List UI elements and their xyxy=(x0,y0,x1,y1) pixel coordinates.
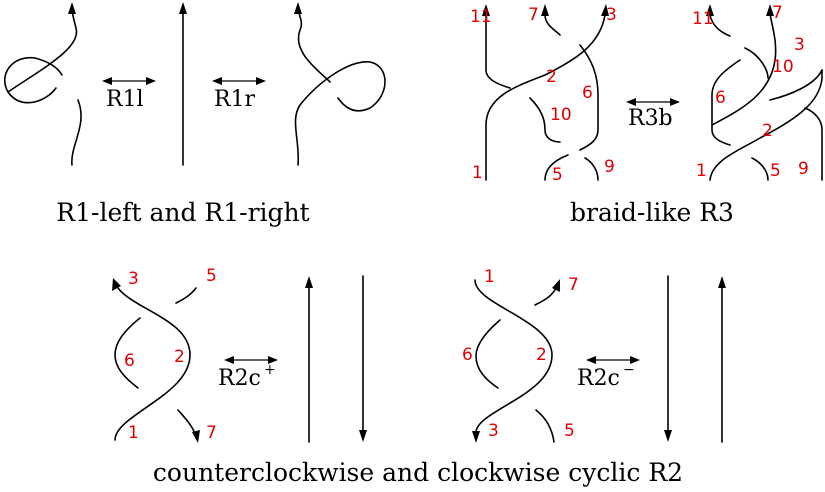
r3b-arrowhead-left xyxy=(626,98,636,106)
r3-right-strand-6 xyxy=(711,59,741,146)
r3-right-label-9: 9 xyxy=(798,159,809,179)
r3-left-strand-7 xyxy=(544,14,561,36)
r3-right-strand-10 xyxy=(744,47,769,79)
r2-cw-strand-7 xyxy=(534,287,557,306)
r2c-plus-arrowhead-left xyxy=(224,356,234,364)
r1l-arrowhead-left xyxy=(102,77,112,85)
r2c-minus-label: R2c xyxy=(577,366,620,391)
r2-cw-up-arrowhead xyxy=(718,276,726,288)
r1-left-kink-lower xyxy=(71,99,82,166)
r3-right-label-10: 10 xyxy=(772,57,794,77)
r1l-arrowhead-right xyxy=(146,77,156,85)
r2-cw-label-3: 3 xyxy=(488,421,499,441)
r3-left-arrow-7 xyxy=(541,4,549,16)
r3-right-label-2: 2 xyxy=(762,121,773,141)
r2-cw-label-6: 6 xyxy=(462,345,473,365)
r3-left-arrow-11 xyxy=(482,4,490,16)
r2-cw-strand-6 xyxy=(475,319,501,389)
r3-left-strand-6 xyxy=(579,44,599,151)
r3-right-strand-11 xyxy=(709,14,731,37)
r2-ccw-label-2: 2 xyxy=(174,347,185,367)
r2-caption: counterclockwise and clockwise cyclic R2 xyxy=(153,458,683,487)
r3-right-label-5: 5 xyxy=(770,161,781,181)
r2c-plus-label: R2c xyxy=(218,366,261,391)
r2-ccw-up-arrowhead xyxy=(305,276,313,288)
r2c-plus-arrowhead-right xyxy=(268,356,278,364)
r2-cw-arrow-7 xyxy=(552,279,560,292)
r2-cw-label-2: 2 xyxy=(536,345,547,365)
r2-ccw-label-5: 5 xyxy=(206,266,217,286)
r3-right-label-6: 6 xyxy=(715,88,726,108)
r2c-minus-superscript: − xyxy=(623,362,635,378)
r1r-arrowhead-left xyxy=(212,77,222,85)
r3-left-label-3: 3 xyxy=(606,5,617,25)
r3-left-label-6: 6 xyxy=(582,83,593,103)
r2-panel: 3 5 6 2 1 7 R2c + 1 7 6 2 3 5 R2c − xyxy=(112,266,726,487)
r2-ccw-strand-6 xyxy=(114,317,141,389)
r2c-minus-arrowhead-right xyxy=(630,356,640,364)
r1l-label: R1l xyxy=(106,87,144,112)
r2c-minus-arrowhead-left xyxy=(586,356,596,364)
r3-left-label-5: 5 xyxy=(552,165,563,185)
r1-caption: R1-left and R1-right xyxy=(56,198,309,227)
r3-left-label-9: 9 xyxy=(604,157,615,177)
r3-left-label-7: 7 xyxy=(528,5,539,25)
r1-left-arrowhead xyxy=(68,2,76,14)
r3-left-strand-10 xyxy=(529,97,561,143)
r2-ccw-strand-1-3 xyxy=(114,287,191,441)
r2-ccw-arrow-7 xyxy=(192,430,200,443)
r3-caption: braid-like R3 xyxy=(570,198,734,227)
r3-right-label-1: 1 xyxy=(696,161,707,181)
r2-ccw-label-7: 7 xyxy=(206,423,217,443)
r1r-label: R1r xyxy=(214,87,256,112)
r3-right-strand-2-7 xyxy=(769,69,823,101)
r3-right-strand-5 xyxy=(751,157,769,181)
r2-ccw-strand-5 xyxy=(175,287,197,304)
r3-panel: 11 7 3 2 6 10 1 5 9 R3b 11 7 3 10 6 2 1 … xyxy=(470,3,823,227)
r2-cw-label-5: 5 xyxy=(564,421,575,441)
r1-left-kink-loop xyxy=(3,57,63,104)
r2-ccw-label-3: 3 xyxy=(128,269,139,289)
r3-right-arrow-11 xyxy=(706,4,714,16)
r1-right-kink-upper xyxy=(297,7,331,83)
r3-right-strand-1-7 xyxy=(709,69,823,181)
r3-right-label-7: 7 xyxy=(772,3,783,23)
r2-ccw-label-6: 6 xyxy=(124,351,135,371)
r2-cw-strand-5 xyxy=(535,409,555,443)
r3-right-label-3: 3 xyxy=(794,35,805,55)
r2-ccw-label-1: 1 xyxy=(128,423,139,443)
r3-left-strand-1-3 xyxy=(485,14,606,181)
r3-left-strand-5 xyxy=(544,154,569,181)
r2c-plus-superscript: + xyxy=(264,362,276,378)
r1-straight-arrowhead xyxy=(179,2,187,14)
r2-ccw-down-arrowhead xyxy=(359,430,367,442)
r2-cw-label-1: 1 xyxy=(484,267,495,287)
r3-right-label-11: 11 xyxy=(692,9,714,29)
r3b-label: R3b xyxy=(628,106,673,131)
r2-cw-down-arrowhead xyxy=(664,430,672,442)
r3-left-arrow-3 xyxy=(601,4,609,16)
r2-cw-strand-1-3 xyxy=(474,279,553,433)
r3-right-strand-9 xyxy=(804,107,823,181)
r3b-arrowhead-right xyxy=(670,98,680,106)
r3-right-arrow-7 xyxy=(766,4,774,16)
r3-left-strand-9 xyxy=(584,157,599,181)
r3-left-label-11: 11 xyxy=(470,7,492,27)
r3-left-label-10: 10 xyxy=(550,105,572,125)
r1-left-kink-upper xyxy=(7,7,78,93)
r1r-arrowhead-right xyxy=(256,77,266,85)
r3-left-label-2: 2 xyxy=(546,67,557,87)
r2-cw-arrow-3 xyxy=(472,431,480,443)
r3-left-strand-11 xyxy=(485,14,511,89)
r3-right-strand-top-7 xyxy=(711,11,777,126)
r2-cw-label-7: 7 xyxy=(568,275,579,295)
r2-ccw-arrow-3 xyxy=(112,278,121,291)
r1-right-arrowhead xyxy=(294,2,302,14)
r1-right-kink-lower xyxy=(294,61,386,166)
r3-left-label-1: 1 xyxy=(472,163,483,183)
r1-panel: R1l R1r R1-left and R1-right xyxy=(3,2,386,227)
